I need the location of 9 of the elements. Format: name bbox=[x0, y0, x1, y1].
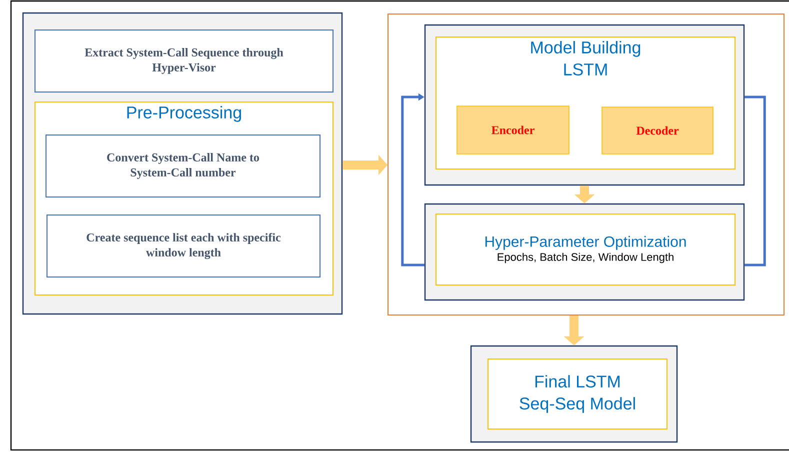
feedback-arrow bbox=[401, 93, 424, 266]
step-box: Extract System-Call Sequence through Hyper-Visor bbox=[34, 30, 334, 92]
process-box: Hyper-Parameter Optimization Epochs, Batch Size, Window Length bbox=[436, 214, 736, 286]
step-box: Convert System-Call Name to System-Call number bbox=[46, 134, 320, 198]
step-box: Create sequence list each with specific window length bbox=[46, 214, 320, 278]
connector-line bbox=[744, 96, 766, 266]
component-box: Decoder bbox=[602, 106, 714, 154]
process-box: Final LSTM Seq-Seq Model bbox=[488, 358, 668, 430]
component-box: Encoder bbox=[456, 106, 570, 154]
